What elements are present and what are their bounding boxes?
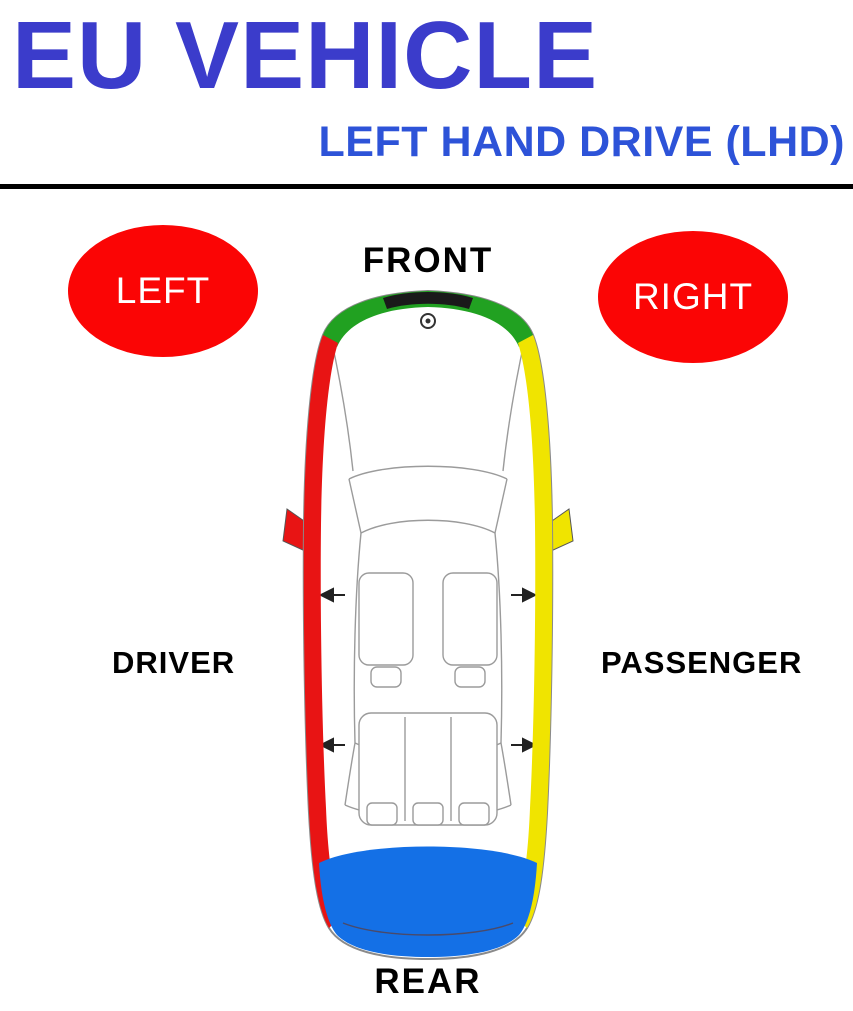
left-side-badge: LEFT	[68, 225, 258, 357]
rear-label: REAR	[374, 962, 482, 1001]
left-side-badge-text: LEFT	[115, 270, 211, 311]
passenger-label: PASSENGER	[601, 645, 803, 680]
front-green-band	[323, 291, 533, 347]
driver-label: DRIVER	[112, 645, 236, 680]
page-subtitle: LEFT HAND DRIVE (LHD)	[318, 118, 845, 166]
right-yellow-band	[513, 335, 553, 928]
hood-emblem-center	[425, 318, 431, 324]
right-side-badge: RIGHT	[598, 231, 788, 363]
front-label: FRONT	[362, 241, 494, 280]
right-side-badge-text: RIGHT	[632, 276, 754, 317]
page-title: EU VEHICLE	[12, 2, 599, 109]
vehicle-top-view-diagram	[281, 283, 575, 973]
front-seats	[358, 572, 498, 688]
front-grille-icon	[383, 292, 473, 309]
trunk-seam-line	[342, 922, 514, 936]
rear-blue-zone	[319, 846, 537, 957]
rear-bench-seat	[358, 712, 498, 826]
car-diagram-svg	[282, 289, 574, 961]
door-arrows	[318, 587, 538, 753]
left-red-band	[303, 335, 343, 928]
header-divider	[0, 184, 853, 189]
